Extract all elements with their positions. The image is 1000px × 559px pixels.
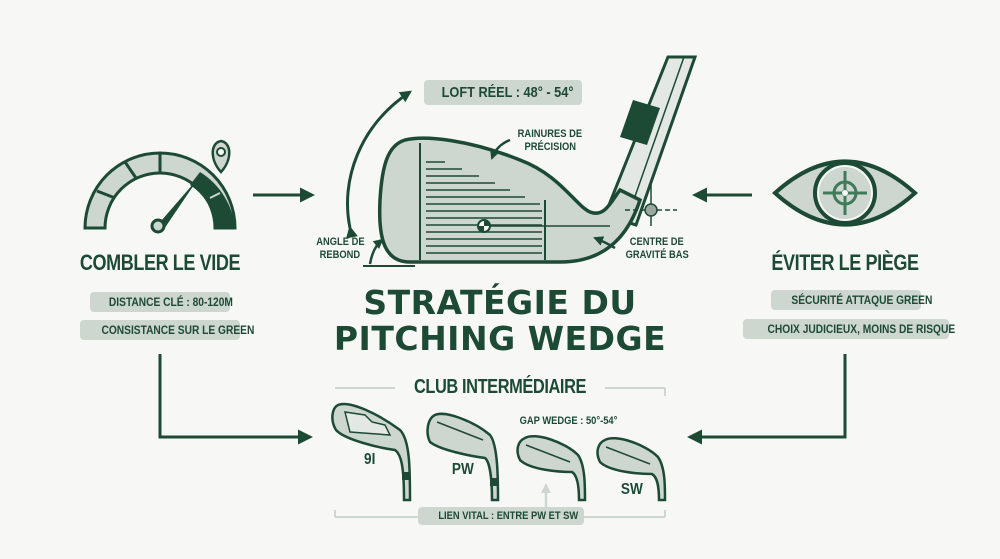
club-gap-wedge-icon	[516, 435, 587, 502]
link-label: LIEN VITAL : ENTRE PW ET SW	[418, 507, 584, 525]
loft-arc-arrow-icon	[346, 90, 413, 239]
club-sw-icon	[596, 437, 667, 502]
left-pill-consistency: CONSISTANCE SUR LE GREEN	[80, 320, 254, 340]
elbow-arrow-right-icon	[687, 354, 847, 445]
lineup-heading: CLUB INTERMÉDIAIRE	[413, 376, 587, 398]
club-label-9i: 9I	[364, 451, 376, 468]
eye-target-icon	[772, 159, 918, 227]
right-pill-security: SÉCURITÉ ATTAQUE GREEN	[771, 290, 932, 310]
page-title: STRATÉGIE DU PITCHING WEDGE	[333, 283, 667, 358]
gauge-icon	[83, 139, 237, 234]
pitching-wedge-head-icon	[377, 55, 698, 264]
left-pill-distance: DISTANCE CLÉ : 80-120M	[90, 292, 233, 312]
club-label-sw: SW	[621, 481, 643, 498]
club-label-pw: PW	[452, 461, 474, 478]
right-heading: ÉVITER LE PIÈGE	[771, 250, 919, 275]
right-pill-choice: CHOIX JUDICIEUX, MOINS DE RISQUE	[743, 319, 955, 339]
club-9i-icon	[331, 402, 412, 502]
gap-wedge-label: GAP WEDGE : 50°-54°	[519, 415, 617, 427]
club-pw-icon	[426, 412, 500, 502]
elbow-arrow-left-icon	[158, 354, 313, 445]
center-of-gravity-icon	[625, 182, 677, 226]
loft-label: LOFT RÉEL : 48° - 54°	[424, 80, 582, 105]
left-heading: COMBLER LE VIDE	[79, 250, 241, 275]
